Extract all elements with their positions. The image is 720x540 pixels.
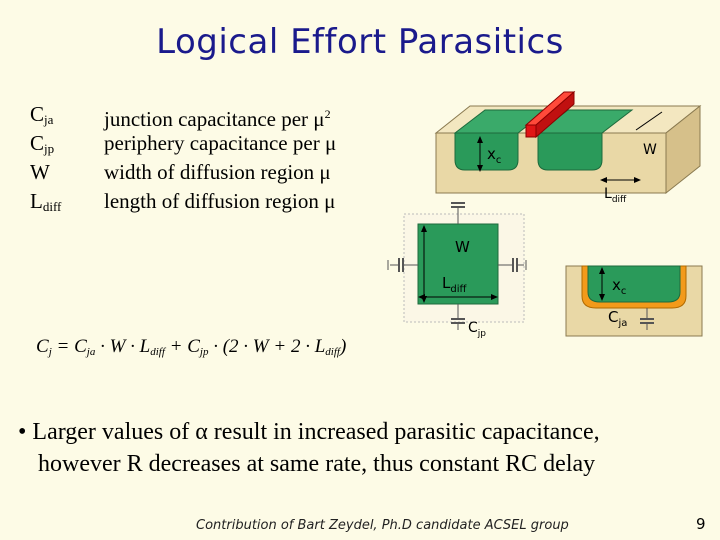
top-view-diagram: W Ldiff Cjp <box>387 202 527 339</box>
definition-symbol: Cjp <box>30 131 55 156</box>
ldiff-label-top: Ldiff <box>442 274 467 295</box>
definition-symbol: Ldiff <box>30 189 62 214</box>
cja-label: Cja <box>608 308 627 329</box>
capacitance-formula: Cj = Cja · W · Ldiff + Cjp · (2 · W + 2 … <box>36 336 347 358</box>
xc-label-cross: xc <box>612 276 626 297</box>
cjp-label: Cjp <box>468 320 486 339</box>
bullet-line-2: however R decreases at same rate, thus c… <box>38 451 596 477</box>
ldiff-label-3d: Ldiff <box>604 186 627 205</box>
definition-text: periphery capacitance per μ <box>104 131 337 155</box>
definition-text: length of diffusion region μ <box>104 189 336 213</box>
footer-credit: Contribution of Bart Zeydel, Ph.D candid… <box>196 518 569 533</box>
xc-label: xc <box>487 145 501 166</box>
definition-symbol: Cja <box>30 102 54 127</box>
w-label-top: W <box>455 238 470 256</box>
definition-text: width of diffusion region μ <box>104 160 331 184</box>
page-number: 9 <box>696 515 706 533</box>
definition-text: junction capacitance per μ2 <box>104 107 331 131</box>
definition-symbol: W <box>30 160 50 184</box>
cross-section-diagram: xc Cja <box>565 265 703 337</box>
slide-title: Logical Effort Parasitics <box>156 22 564 62</box>
w-label-3d: W <box>643 142 657 158</box>
transistor-3d-diagram: xc Ldiff W <box>434 90 702 205</box>
bullet-point: • Larger values of α result in increased… <box>18 416 708 480</box>
bullet-line-1: • Larger values of α result in increased… <box>18 419 600 445</box>
